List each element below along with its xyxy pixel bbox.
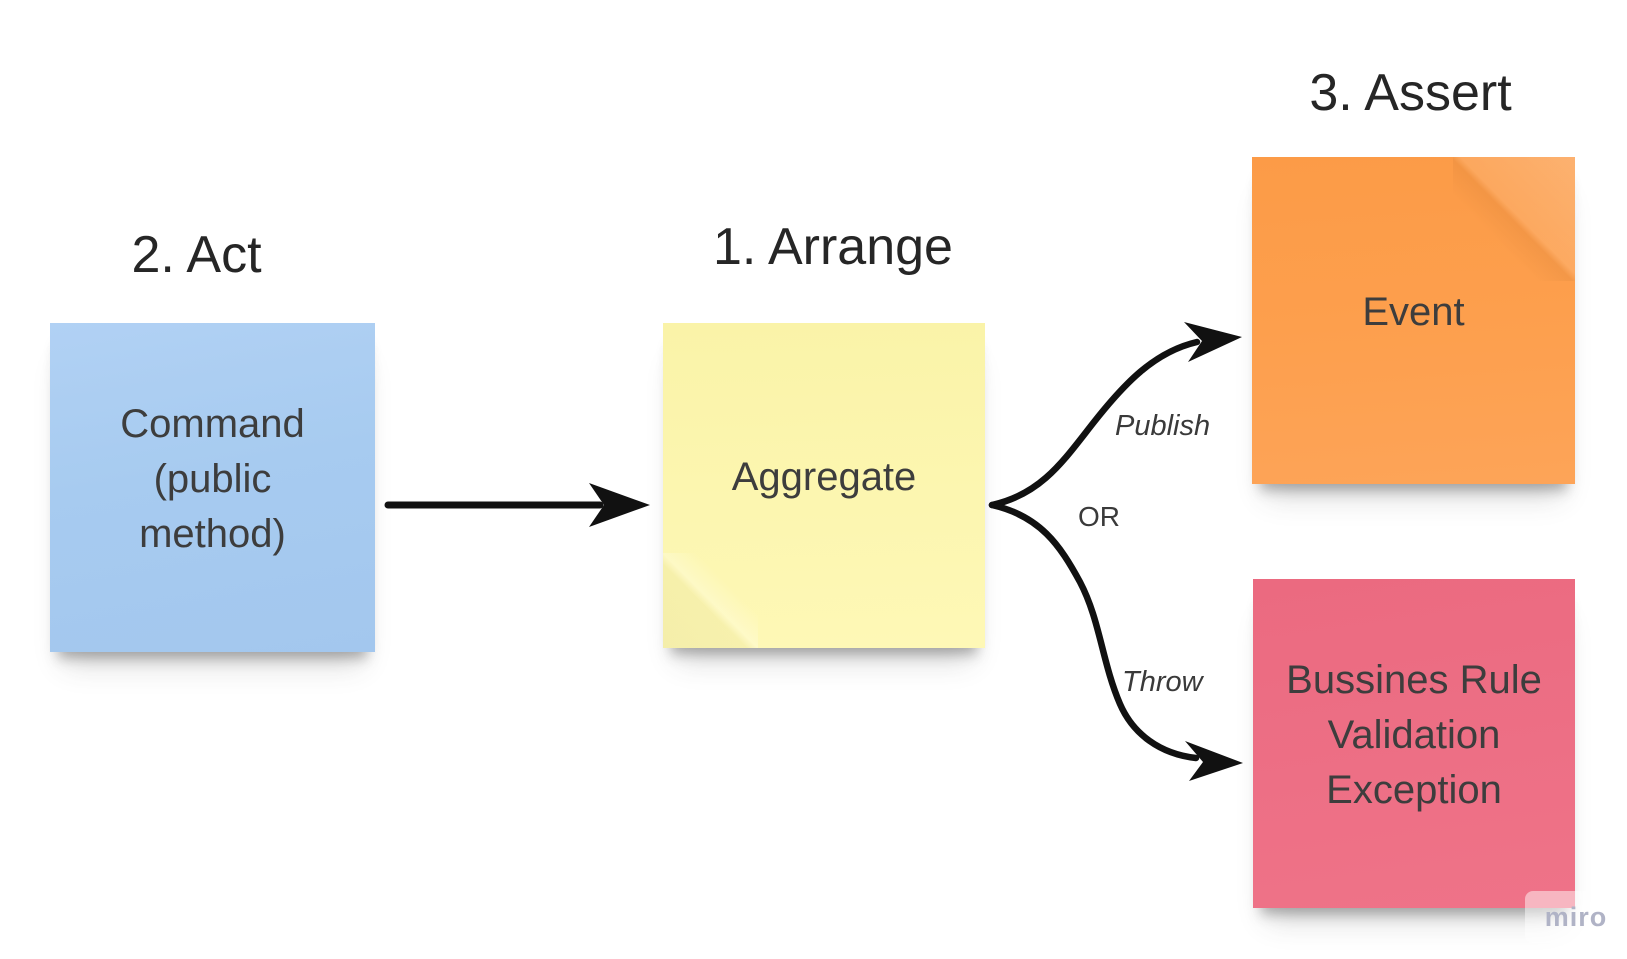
arrowhead-icon <box>589 483 650 527</box>
publish-label[interactable]: Publish <box>1115 410 1211 442</box>
sticky-note-event[interactable]: Event <box>1252 157 1575 484</box>
arrowhead-icon <box>1184 322 1242 362</box>
aggregate-to-exception-throw-arrow[interactable] <box>988 501 1243 781</box>
command-to-aggregate-arrow[interactable] <box>384 483 650 527</box>
step-heading-arrange[interactable]: 1. Arrange <box>713 218 953 276</box>
sticky-note-aggregate-text: Aggregate <box>731 454 917 499</box>
aggregate-to-event-publish-arrow[interactable] <box>988 322 1242 509</box>
miro-logo-text: miro <box>1544 901 1608 932</box>
or-label[interactable]: OR <box>1078 501 1120 532</box>
sticky-note-command[interactable]: Command (public method) <box>50 323 375 652</box>
miro-logo: miro <box>1525 891 1627 943</box>
arrowhead-icon <box>1185 741 1243 781</box>
step-heading-assert[interactable]: 3. Assert <box>1309 64 1512 122</box>
throw-label[interactable]: Throw <box>1122 666 1203 698</box>
sticky-note-aggregate[interactable]: Aggregate <box>663 323 985 648</box>
sticky-note-exception-text: Bussines Rule Validation Exception <box>1286 657 1542 813</box>
step-heading-act[interactable]: 2. Act <box>131 226 262 284</box>
sticky-note-business-rule-exception[interactable]: Bussines Rule Validation Exception <box>1253 579 1575 908</box>
sticky-note-command-text: Command (public method) <box>120 401 305 557</box>
sticky-note-event-text: Event <box>1362 289 1465 334</box>
